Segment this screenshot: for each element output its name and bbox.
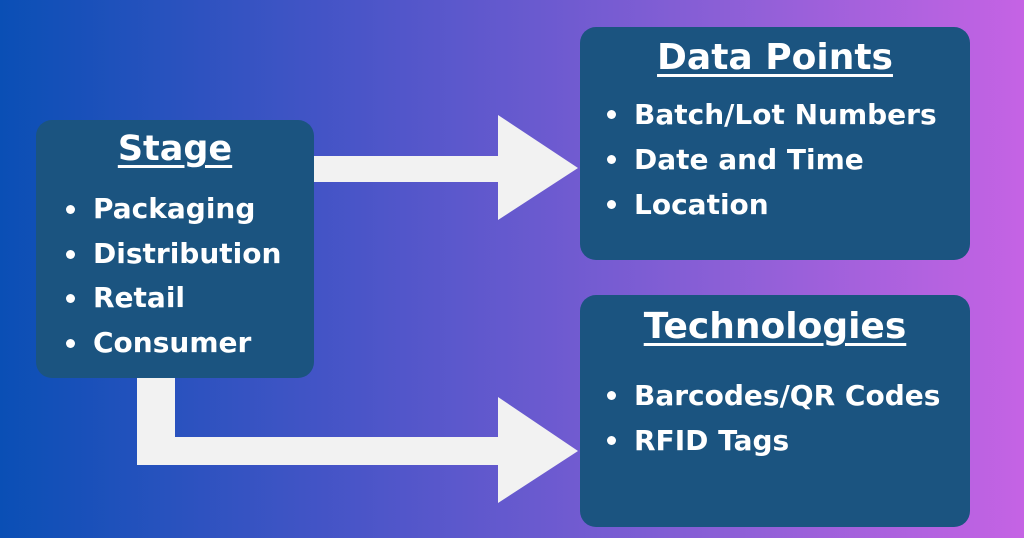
data-points-box: Data Points Batch/Lot Numbers Date and T…: [580, 27, 970, 260]
technology-item-barcodes-qr: Barcodes/QR Codes: [607, 373, 970, 418]
technologies-box: Technologies Barcodes/QR Codes RFID Tags: [580, 295, 970, 527]
arrow-to-data-points: [312, 115, 578, 220]
technologies-list: Barcodes/QR Codes RFID Tags: [580, 351, 970, 463]
data-point-item-location: Location: [607, 182, 970, 227]
data-point-item-batch-lot: Batch/Lot Numbers: [607, 92, 970, 137]
technology-item-rfid: RFID Tags: [607, 418, 970, 463]
stage-box: Stage Packaging Distribution Retail Cons…: [36, 120, 314, 378]
stage-list: Packaging Distribution Retail Consumer: [36, 173, 314, 365]
stage-item-retail: Retail: [66, 276, 314, 321]
stage-item-consumer: Consumer: [66, 321, 314, 366]
data-points-list: Batch/Lot Numbers Date and Time Location: [580, 82, 970, 227]
stage-item-distribution: Distribution: [66, 232, 314, 277]
data-points-title: Data Points: [657, 37, 893, 78]
data-point-item-date-time: Date and Time: [607, 137, 970, 182]
stage-title: Stage: [117, 129, 233, 169]
stage-item-packaging: Packaging: [66, 187, 314, 232]
technologies-title: Technologies: [643, 306, 907, 347]
arrow-to-technologies: [137, 376, 578, 503]
